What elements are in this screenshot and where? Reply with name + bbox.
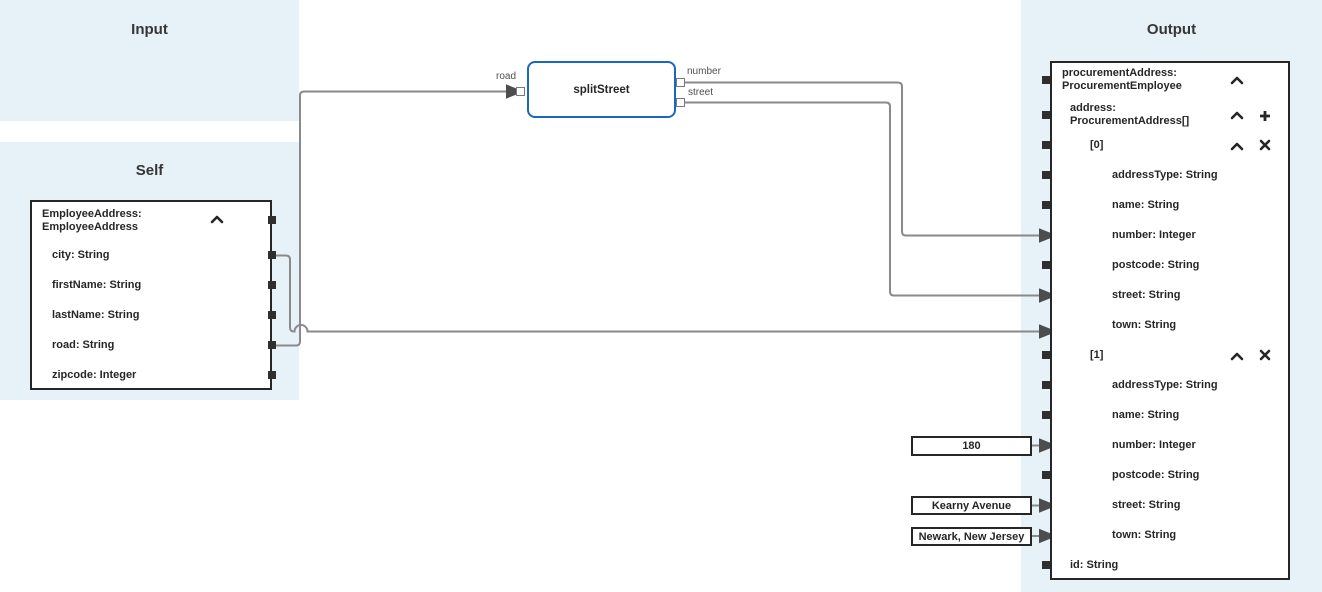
- field-label: postcode: String: [1112, 259, 1200, 271]
- self-field-lastname[interactable]: lastName: String: [32, 308, 270, 322]
- output-row-index-1[interactable]: [1]: [1052, 348, 1288, 362]
- field-label: city: String: [52, 249, 110, 261]
- field-label: street: String: [1112, 289, 1181, 301]
- field-label: postcode: String: [1112, 469, 1200, 481]
- splitstreet-output-label-street: street: [688, 87, 714, 98]
- output-row-procurementaddress[interactable]: procurementAddress: ProcurementEmployee: [1052, 67, 1288, 94]
- output-row-addresstype-1[interactable]: addressType: String: [1052, 378, 1288, 392]
- input-panel: Input: [0, 0, 299, 121]
- field-label: town: String: [1112, 319, 1177, 331]
- field-label: town: String: [1112, 529, 1177, 541]
- output-row-postcode-0[interactable]: postcode: String: [1052, 258, 1288, 272]
- field-label: firstName: String: [52, 279, 142, 291]
- chevron-up-icon[interactable]: [1230, 351, 1244, 365]
- output-row-postcode-1[interactable]: postcode: String: [1052, 468, 1288, 482]
- input-panel-title: Input: [131, 21, 168, 38]
- constant-value-newark[interactable]: Newark, New Jersey: [911, 527, 1032, 546]
- splitstreet-label: splitStreet: [573, 83, 630, 96]
- field-label: zipcode: Integer: [52, 369, 137, 381]
- port-splitstreet-road-in[interactable]: [516, 87, 525, 96]
- field-label: id: String: [1070, 559, 1119, 571]
- output-row-addresstype-0[interactable]: addressType: String: [1052, 168, 1288, 182]
- output-row-index-0[interactable]: [0]: [1052, 138, 1288, 152]
- port-output-id[interactable]: [1042, 561, 1050, 569]
- port-splitstreet-street-out[interactable]: [676, 98, 685, 107]
- self-field-road[interactable]: road: String: [32, 338, 270, 352]
- self-field-city[interactable]: city: String: [32, 248, 270, 262]
- port-output-index-0[interactable]: [1042, 141, 1050, 149]
- port-self-road[interactable]: [268, 341, 276, 349]
- field-label: number: Integer: [1112, 229, 1196, 241]
- output-row-id[interactable]: id: String: [1052, 558, 1288, 572]
- close-icon[interactable]: [1259, 349, 1271, 365]
- output-row-number-0[interactable]: number: Integer: [1052, 228, 1288, 242]
- output-row-town-1[interactable]: town: String: [1052, 528, 1288, 542]
- chevron-up-icon[interactable]: [1230, 111, 1244, 124]
- wire-city-to-town-0[interactable]: [276, 254, 1057, 339]
- field-label: road: String: [52, 339, 115, 351]
- field-label: [0]: [1090, 139, 1104, 151]
- port-output-index-1[interactable]: [1042, 351, 1050, 359]
- port-self-header[interactable]: [268, 216, 276, 224]
- port-self-firstname[interactable]: [268, 281, 276, 289]
- port-output-addresstype-0[interactable]: [1042, 171, 1050, 179]
- field-label: procurementAddress: ProcurementEmployee: [1062, 67, 1182, 92]
- constant-text: 180: [962, 440, 981, 452]
- field-label: number: Integer: [1112, 439, 1196, 451]
- port-output-procurementaddress[interactable]: [1042, 76, 1050, 84]
- port-self-city[interactable]: [268, 251, 276, 259]
- output-row-number-1[interactable]: number: Integer: [1052, 438, 1288, 452]
- wire-road-to-splitstreet[interactable]: [276, 84, 524, 347]
- splitstreet-input-port-label: road: [495, 71, 516, 82]
- port-self-lastname[interactable]: [268, 311, 276, 319]
- splitstreet-function-node[interactable]: splitStreet: [527, 61, 676, 118]
- field-label: addressType: String: [1112, 379, 1218, 391]
- field-label: address: ProcurementAddress[]: [1070, 102, 1190, 127]
- self-header-row[interactable]: EmployeeAddress: EmployeeAddress: [32, 208, 270, 235]
- port-output-postcode-0[interactable]: [1042, 261, 1050, 269]
- self-header-label: EmployeeAddress: EmployeeAddress: [42, 208, 142, 233]
- port-output-name-0[interactable]: [1042, 201, 1050, 209]
- output-row-address[interactable]: address: ProcurementAddress[]: [1052, 102, 1288, 129]
- self-field-firstname[interactable]: firstName: String: [32, 278, 270, 292]
- port-splitstreet-number-out[interactable]: [676, 78, 685, 87]
- chevron-up-icon[interactable]: [1230, 141, 1244, 155]
- chevron-up-icon[interactable]: [210, 215, 224, 228]
- splitstreet-output-label-number: number: [687, 66, 721, 77]
- self-employeeaddress-box[interactable]: EmployeeAddress: EmployeeAddress city: S…: [30, 200, 272, 390]
- port-output-addresstype-1[interactable]: [1042, 381, 1050, 389]
- constant-value-180[interactable]: 180: [911, 436, 1032, 456]
- output-procurementemployee-box[interactable]: procurementAddress: ProcurementEmployee …: [1050, 61, 1290, 580]
- constant-text: Kearny Avenue: [931, 499, 1012, 512]
- close-icon[interactable]: [1259, 139, 1271, 155]
- port-output-address[interactable]: [1042, 111, 1050, 119]
- self-panel-title: Self: [135, 162, 164, 179]
- field-label: name: String: [1112, 199, 1180, 211]
- constant-text: Newark, New Jersey: [918, 530, 1025, 543]
- wire-street-to-street-0[interactable]: [685, 101, 1057, 303]
- field-label: addressType: String: [1112, 169, 1218, 181]
- output-row-street-1[interactable]: street: String: [1052, 498, 1288, 512]
- port-output-postcode-1[interactable]: [1042, 471, 1050, 479]
- field-label: lastName: String: [52, 309, 140, 321]
- port-output-name-1[interactable]: [1042, 411, 1050, 419]
- self-field-zipcode[interactable]: zipcode: Integer: [32, 368, 270, 382]
- output-row-town-0[interactable]: town: String: [1052, 318, 1288, 332]
- output-row-street-0[interactable]: street: String: [1052, 288, 1288, 302]
- field-label: [1]: [1090, 349, 1104, 361]
- plus-icon[interactable]: [1259, 110, 1271, 126]
- output-panel-title: Output: [1146, 21, 1197, 38]
- field-label: name: String: [1112, 409, 1180, 421]
- chevron-up-icon[interactable]: [1230, 76, 1244, 89]
- field-label: street: String: [1112, 499, 1181, 511]
- output-row-name-0[interactable]: name: String: [1052, 198, 1288, 212]
- constant-value-kearny[interactable]: Kearny Avenue: [911, 496, 1032, 515]
- output-row-name-1[interactable]: name: String: [1052, 408, 1288, 422]
- port-self-zipcode[interactable]: [268, 371, 276, 379]
- wire-number-to-number-0[interactable]: [685, 81, 1057, 243]
